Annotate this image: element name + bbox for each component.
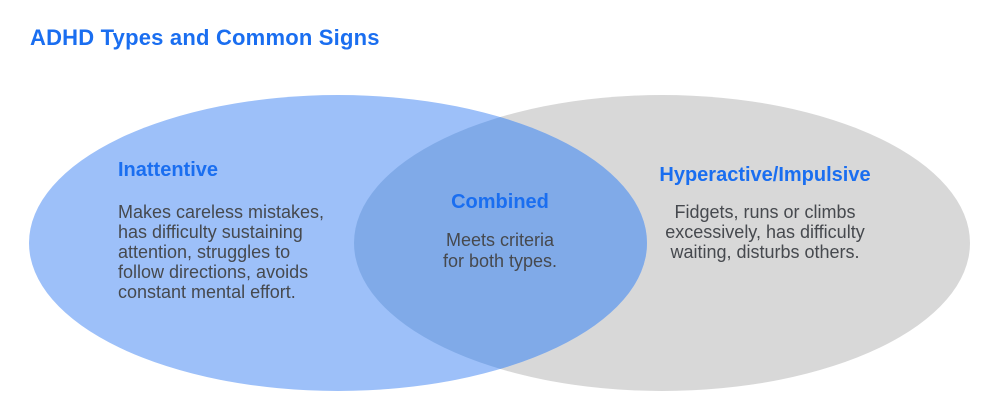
body-line: Makes careless mistakes, xyxy=(118,202,325,222)
body-line: Meets criteria xyxy=(445,230,555,250)
body-line: excessively, has difficulty xyxy=(665,222,865,242)
body-line: Fidgets, runs or climbs xyxy=(674,202,856,222)
body-line: constant mental effort. xyxy=(118,282,296,302)
combined-heading: Combined xyxy=(451,191,549,213)
body-line: follow directions, avoids xyxy=(118,262,309,282)
body-line: has difficulty sustaining xyxy=(118,222,303,242)
inattentive-body: Makes careless mistakes, has difficulty … xyxy=(118,202,324,302)
page-title: ADHD Types and Common Signs xyxy=(30,25,380,50)
combined-body: Meets criteria for both types. xyxy=(375,230,625,272)
inattentive-heading: Inattentive xyxy=(118,159,219,181)
body-line: waiting, disturbs others. xyxy=(670,242,860,262)
hyperactive-body: Fidgets, runs or climbs excessively, has… xyxy=(635,202,895,262)
overlap-region xyxy=(354,95,647,391)
body-line: attention, struggles to xyxy=(118,242,291,262)
hyperactive-heading: Hyperactive/Impulsive xyxy=(659,164,871,186)
body-line: for both types. xyxy=(442,251,558,271)
